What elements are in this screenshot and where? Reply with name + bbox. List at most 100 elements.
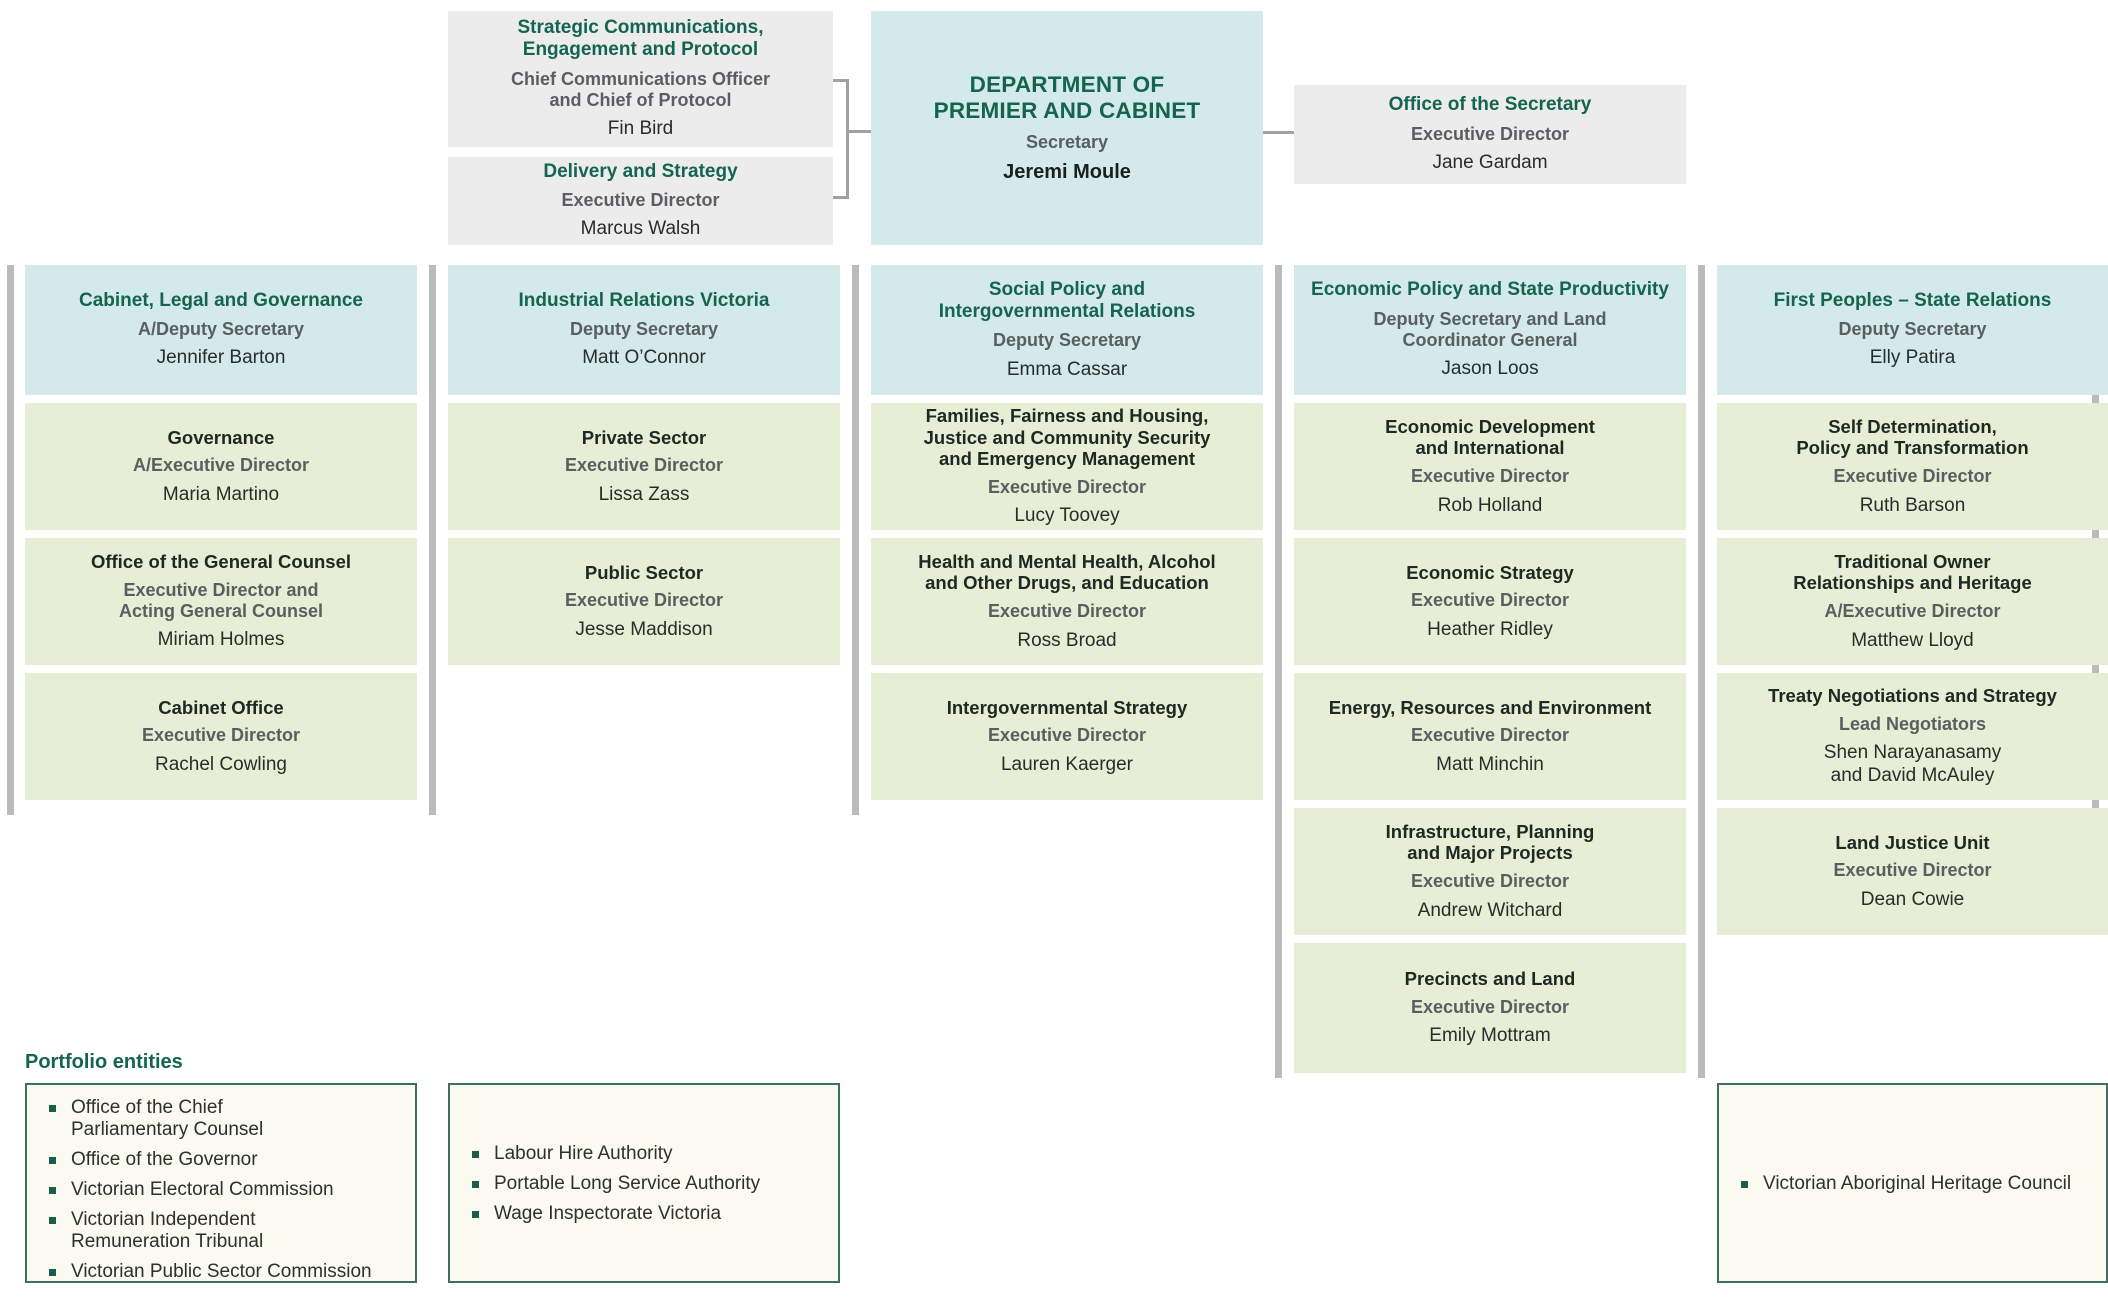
org-box-office-of-the-secretary: Office of the Secretary Executive Direct… xyxy=(1294,85,1686,184)
box-title: Office of the Secretary xyxy=(1388,94,1592,116)
portfolio-item-text: Portable Long Service Authority xyxy=(494,1172,761,1194)
box-title: Cabinet Office xyxy=(158,696,284,718)
portfolio-list: Labour Hire Authority Portable Long Serv… xyxy=(472,1143,828,1225)
box-role: A/Executive Director xyxy=(1824,601,2001,622)
org-box-social-policy-and-intergovernmental-relations: Social Policy and Intergovernmental Rela… xyxy=(871,265,1263,395)
box-title: Self Determination, Policy and Transform… xyxy=(1796,415,2029,459)
box-role: Executive Director xyxy=(987,725,1147,746)
box-title: Cabinet, Legal and Governance xyxy=(78,289,364,311)
box-role: Secretary xyxy=(1025,131,1109,152)
list-item: Office of the Governor xyxy=(49,1149,405,1171)
box-role: Executive Director and Acting General Co… xyxy=(118,579,324,622)
portfolio-item-text: Victorian Public Sector Commission xyxy=(71,1261,372,1283)
list-item: Victorian Public Sector Commission xyxy=(49,1261,405,1283)
portfolio-entities-box-1: Office of the Chief Parliamentary Counse… xyxy=(25,1083,417,1283)
org-box-treaty-negotiations-and-strategy: Treaty Negotiations and Strategy Lead Ne… xyxy=(1717,673,2108,800)
box-name: Jason Loos xyxy=(1441,358,1539,380)
box-role: Executive Director xyxy=(564,590,724,611)
box-name: Miriam Holmes xyxy=(157,629,285,651)
box-name: Andrew Witchard xyxy=(1417,899,1563,921)
box-role: Deputy Secretary xyxy=(569,319,719,340)
org-box-private-sector: Private Sector Executive Director Lissa … xyxy=(448,403,840,530)
box-name: Jeremi Moule xyxy=(1003,161,1131,184)
box-role: Executive Director xyxy=(561,190,720,211)
bullet-square-icon xyxy=(49,1187,56,1195)
box-title: Economic Policy and State Productivity xyxy=(1311,279,1669,301)
box-name: Maria Martino xyxy=(162,483,280,505)
box-name: Dean Cowie xyxy=(1860,888,1965,910)
portfolio-entities-box-3: Victorian Aboriginal Heritage Council xyxy=(1717,1083,2108,1283)
box-name: Rob Holland xyxy=(1437,494,1543,516)
list-item: Wage Inspectorate Victoria xyxy=(472,1203,828,1225)
box-name: Ross Broad xyxy=(1017,629,1117,651)
portfolio-list: Victorian Aboriginal Heritage Council xyxy=(1741,1173,2096,1195)
box-title: Delivery and Strategy xyxy=(543,160,738,182)
box-role: Executive Director xyxy=(1410,871,1570,892)
org-box-cabinet-legal-and-governance: Cabinet, Legal and Governance A/Deputy S… xyxy=(25,265,417,395)
box-name: Matthew Lloyd xyxy=(1851,629,1974,651)
box-name: Rachel Cowling xyxy=(154,753,287,775)
box-title: Public Sector xyxy=(584,561,704,583)
portfolio-entities-box-2: Labour Hire Authority Portable Long Serv… xyxy=(448,1083,840,1283)
box-name: Elly Patira xyxy=(1869,347,1956,369)
box-role: Executive Director xyxy=(1410,996,1570,1017)
org-box-public-sector: Public Sector Executive Director Jesse M… xyxy=(448,538,840,665)
org-box-economic-development-and-international: Economic Development and International E… xyxy=(1294,403,1686,530)
column-divider xyxy=(852,265,859,815)
box-role: Executive Director xyxy=(564,455,724,476)
bullet-square-icon xyxy=(472,1180,479,1188)
org-box-office-of-the-general-counsel: Office of the General Counsel Executive … xyxy=(25,538,417,665)
box-role: Executive Director xyxy=(1410,123,1570,144)
org-box-strategic-communications: Strategic Communications, Engagement and… xyxy=(448,11,833,147)
box-role: Lead Negotiators xyxy=(1838,714,1987,734)
portfolio-item-text: Office of the Chief Parliamentary Counse… xyxy=(71,1097,264,1141)
box-title: Private Sector xyxy=(581,426,707,448)
org-box-health-and-mental-health: Health and Mental Health, Alcohol and Ot… xyxy=(871,538,1263,665)
list-item: Labour Hire Authority xyxy=(472,1143,828,1165)
org-box-energy-resources-and-environment: Energy, Resources and Environment Execut… xyxy=(1294,673,1686,800)
connector-line xyxy=(1263,131,1294,134)
box-title: DEPARTMENT OF PREMIER AND CABINET xyxy=(933,71,1201,124)
portfolio-item-text: Labour Hire Authority xyxy=(494,1142,673,1164)
list-item: Portable Long Service Authority xyxy=(472,1173,828,1195)
org-box-economic-strategy: Economic Strategy Executive Director Hea… xyxy=(1294,538,1686,665)
box-name: Ruth Barson xyxy=(1859,494,1966,516)
org-box-first-peoples-state-relations: First Peoples – State Relations Deputy S… xyxy=(1717,265,2108,395)
connector-line xyxy=(846,79,849,199)
box-name: Jennifer Barton xyxy=(156,347,286,369)
box-title: Treaty Negotiations and Strategy xyxy=(1768,685,2057,707)
box-name: Emily Mottram xyxy=(1429,1025,1551,1047)
box-title: Strategic Communications, Engagement and… xyxy=(517,16,764,61)
box-role: Executive Director xyxy=(1410,590,1570,611)
box-role: Executive Director xyxy=(1833,860,1992,881)
portfolio-item-text: Wage Inspectorate Victoria xyxy=(494,1203,722,1225)
box-title: Traditional Owner Relationships and Heri… xyxy=(1793,550,2032,594)
bullet-square-icon xyxy=(49,1157,56,1165)
org-box-governance: Governance A/Executive Director Maria Ma… xyxy=(25,403,417,530)
box-title: Industrial Relations Victoria xyxy=(518,289,770,311)
box-title: Social Policy and Intergovernmental Rela… xyxy=(938,278,1196,322)
bullet-square-icon xyxy=(49,1217,56,1225)
connector-line xyxy=(833,79,849,82)
box-name: Jesse Maddison xyxy=(575,618,713,640)
box-name: Emma Cassar xyxy=(1006,358,1128,380)
box-name: Lauren Kaerger xyxy=(1000,753,1134,775)
connector-line xyxy=(833,196,849,199)
list-item: Victorian Independent Remuneration Tribu… xyxy=(49,1209,405,1253)
bullet-square-icon xyxy=(1741,1180,1748,1188)
list-item: Office of the Chief Parliamentary Counse… xyxy=(49,1097,405,1141)
box-title: Infrastructure, Planning and Major Proje… xyxy=(1385,820,1595,864)
org-box-traditional-owner-relationships-and-heritage: Traditional Owner Relationships and Heri… xyxy=(1717,538,2108,665)
box-role: A/Deputy Secretary xyxy=(137,319,305,340)
org-box-economic-policy-and-state-productivity: Economic Policy and State Productivity D… xyxy=(1294,265,1686,395)
org-box-intergovernmental-strategy: Intergovernmental Strategy Executive Dir… xyxy=(871,673,1263,800)
portfolio-item-text: Victorian Aboriginal Heritage Council xyxy=(1763,1172,2072,1194)
box-name: Matt O’Connor xyxy=(582,347,706,369)
org-box-families-fairness-and-housing: Families, Fairness and Housing, Justice … xyxy=(871,403,1263,530)
box-name: Lucy Toovey xyxy=(1014,505,1120,527)
org-box-precincts-and-land: Precincts and Land Executive Director Em… xyxy=(1294,943,1686,1073)
bullet-square-icon xyxy=(472,1211,479,1219)
box-name: Matt Minchin xyxy=(1436,753,1544,775)
box-name: Fin Bird xyxy=(607,118,674,140)
box-role: Deputy Secretary and Land Coordinator Ge… xyxy=(1373,308,1607,350)
